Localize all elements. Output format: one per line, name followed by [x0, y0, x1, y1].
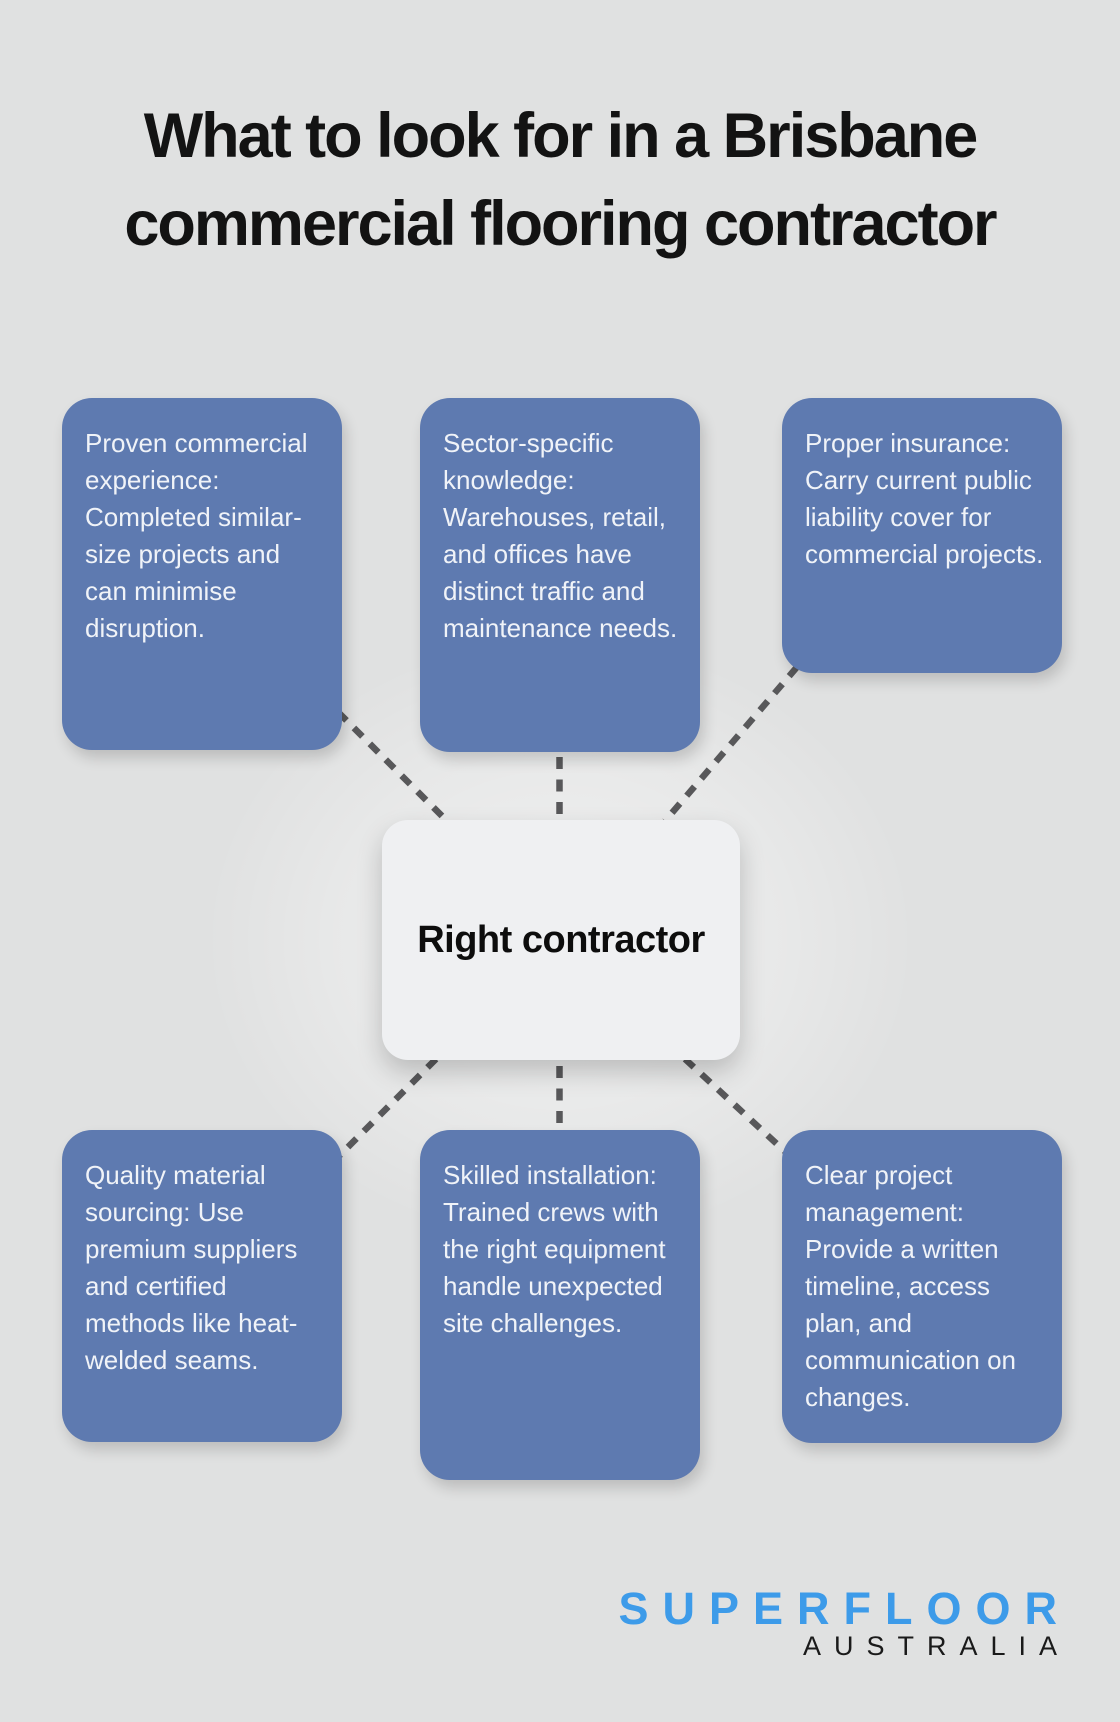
- connector-bottom-right: [682, 1056, 794, 1160]
- card-top-center: Sector-specific knowledge: Warehouses, r…: [420, 398, 700, 752]
- card-top-right: Proper insurance: Carry current public l…: [782, 398, 1062, 673]
- card-bottom-left: Quality material sourcing: Use premium s…: [62, 1130, 342, 1442]
- logo-region: AUSTRALIA: [802, 1631, 1070, 1661]
- card-top-left: Proven commercial experience: Completed …: [62, 398, 342, 750]
- logo-brand: SUPERFLOOR: [618, 1583, 1071, 1634]
- card-top-center-text: Sector-specific knowledge: Warehouses, r…: [443, 428, 678, 643]
- connector-top-right: [662, 664, 800, 824]
- center-node: Right contractor: [382, 820, 740, 1060]
- connector-bottom-left: [336, 1056, 439, 1159]
- page-title: What to look for in a Brisbane commercia…: [0, 92, 1120, 268]
- page-title-line-2: commercial flooring contractor: [124, 189, 997, 259]
- card-bottom-center-text: Skilled installation: Trained crews with…: [443, 1160, 666, 1338]
- card-bottom-center: Skilled installation: Trained crews with…: [420, 1130, 700, 1480]
- card-top-left-text: Proven commercial experience: Completed …: [85, 428, 308, 643]
- card-bottom-left-text: Quality material sourcing: Use premium s…: [85, 1160, 298, 1375]
- center-node-label: Right contractor: [417, 918, 705, 961]
- card-top-right-text: Proper insurance: Carry current public l…: [805, 428, 1044, 569]
- page-title-line-1: What to look for in a Brisbane: [143, 101, 979, 171]
- brand-logo: SUPERFLOOR AUSTRALIA: [618, 1586, 1057, 1660]
- card-bottom-right: Clear project management: Provide a writ…: [782, 1130, 1062, 1443]
- card-bottom-right-text: Clear project management: Provide a writ…: [805, 1160, 1016, 1412]
- connector-top-left: [335, 709, 450, 824]
